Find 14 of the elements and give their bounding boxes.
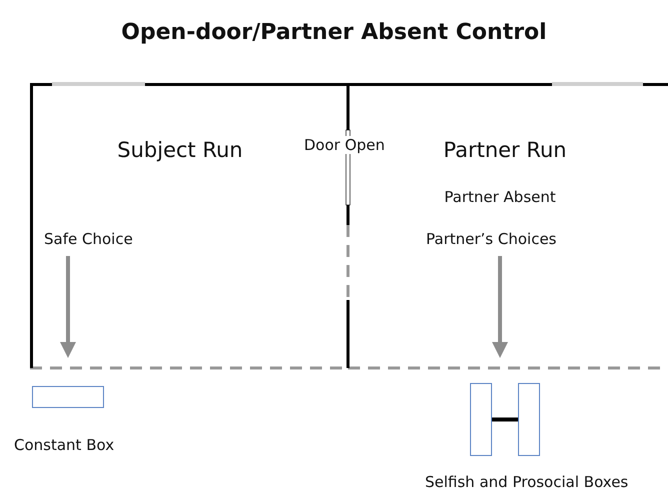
choice-box xyxy=(518,383,540,456)
arrow xyxy=(60,256,76,358)
title: Open-door/Partner Absent Control xyxy=(120,20,548,45)
choice-box xyxy=(470,383,492,456)
door-label: Door Open xyxy=(304,136,385,154)
arrow xyxy=(492,256,508,358)
room-title: Subject Run xyxy=(116,138,244,162)
room-note: Partner Absent xyxy=(443,188,557,206)
connector-bar xyxy=(492,418,518,422)
caption: Selfish and Prosocial Boxes xyxy=(425,473,628,491)
box-caption: Constant Box xyxy=(14,436,114,454)
choice-label: Partner’s Choices xyxy=(426,230,556,248)
choice-label: Safe Choice xyxy=(44,230,133,248)
room-title: Partner Run xyxy=(442,138,568,162)
